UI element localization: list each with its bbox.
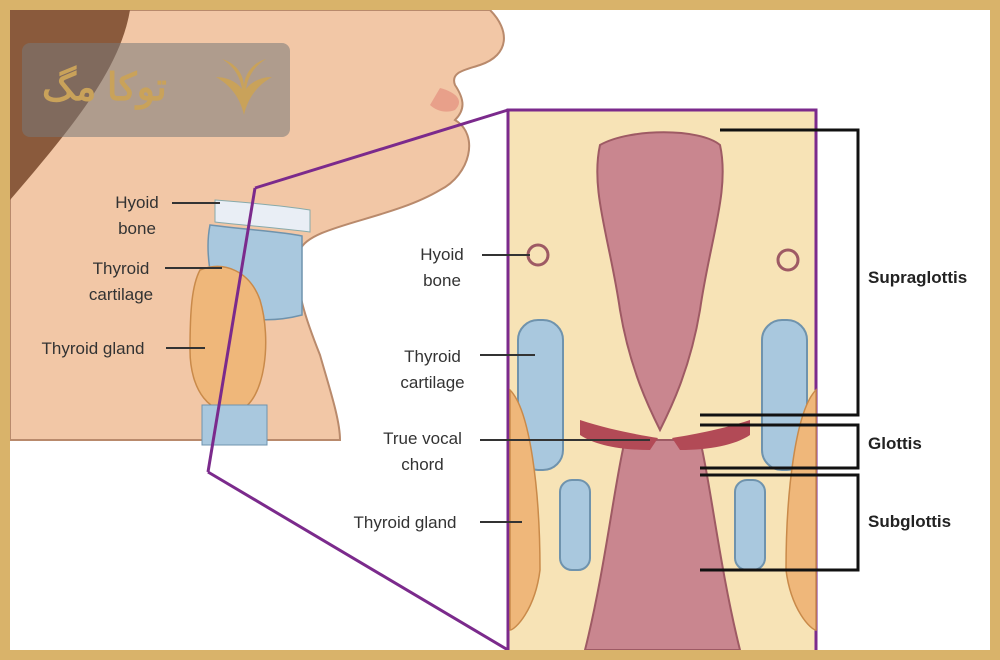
zone-glottis: Glottis [868, 434, 922, 453]
bracket-subglottis [700, 473, 860, 572]
trachea-small [201, 404, 268, 446]
hyoid-small [214, 199, 311, 233]
zone-supraglottis: Supraglottis [868, 268, 968, 287]
watermark-logo: توکا مگ [22, 43, 290, 137]
thyroid-cartilage-left [517, 319, 564, 471]
label-thyroid-gland: Thyroid gland [353, 513, 457, 532]
hyoid-left [526, 243, 550, 267]
vocal-fold-right [672, 420, 750, 450]
logo-text: توکا مگ [42, 67, 167, 109]
cricoid-right [734, 479, 766, 571]
hyoid-right [776, 248, 800, 272]
label-hyoid-left: Hyoid bone [115, 193, 159, 238]
lips [430, 88, 460, 112]
airway-lower [583, 439, 742, 650]
cricoid-left [559, 479, 591, 571]
wings-logo-icon [216, 59, 272, 115]
bracket-glottis [700, 423, 860, 470]
callout-bottom [207, 470, 509, 650]
mucosa [596, 131, 724, 433]
label-thyroid-cartilage: Thyroid cartilage [400, 347, 465, 392]
zone-subglottis: Subglottis [868, 512, 952, 531]
thyroid-cartilage-right [761, 319, 808, 471]
bracket-supraglottis [700, 128, 860, 417]
callout-left [206, 187, 257, 473]
vocal-fold-left [580, 420, 658, 450]
label-thyroid-gland-left: Thyroid gland [41, 339, 145, 358]
callout-top [254, 108, 509, 190]
thyroid-gland-small [189, 265, 267, 413]
thyroid-gland-left [509, 388, 541, 631]
label-thyroid-cartilage-left: Thyroid cartilage [88, 259, 154, 304]
label-true-vocal-chord: True vocal chord [383, 429, 462, 474]
label-hyoid: Hyoid bone [420, 245, 464, 290]
diagram-frame: توکا مگ Hyoid bone Thyroid cartilage Thy… [10, 10, 990, 650]
